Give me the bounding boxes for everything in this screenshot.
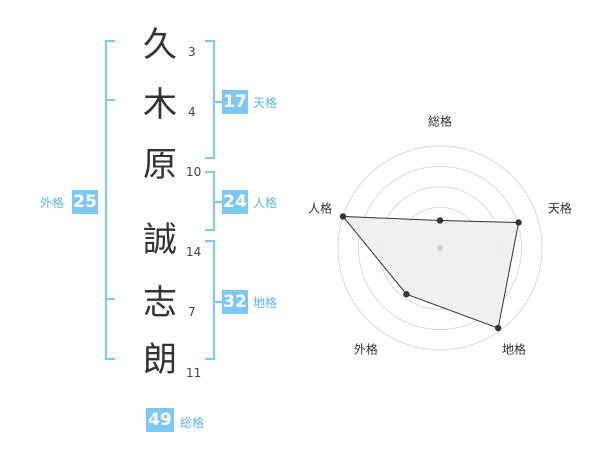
tenkaku-bracket-top <box>205 40 215 42</box>
jinkaku-bracket-top <box>205 171 215 173</box>
gaikaku-value-badge: 25 <box>72 190 98 214</box>
gaikaku-bracket-bottom <box>105 358 115 360</box>
name-char-5: 志 <box>143 283 177 323</box>
jinkaku-bracket-mid <box>213 201 222 203</box>
tenkaku-label: 天格 <box>253 96 278 110</box>
radar-polygon <box>341 215 520 329</box>
stroke-count-1: 3 <box>188 45 196 59</box>
name-char-4: 誠 <box>143 220 177 260</box>
gaikaku-bracket-tick-1 <box>105 99 115 101</box>
radar-axis-label-5: 人格 <box>308 201 332 216</box>
radar-ring-5 <box>337 145 543 351</box>
chikaku-bracket-line <box>213 240 215 360</box>
jinkaku-value-badge: 24 <box>222 190 248 214</box>
name-char-2: 木 <box>143 85 177 125</box>
gaikaku-bracket-tick-2 <box>105 298 115 300</box>
radar-axis-label-2: 天格 <box>548 201 572 216</box>
gaikaku-label: 外格 <box>40 196 65 210</box>
chikaku-bracket-mid <box>213 301 222 303</box>
radar-center-dot <box>437 245 443 251</box>
name-char-6: 朗 <box>143 340 177 380</box>
stroke-count-5: 7 <box>188 305 196 319</box>
radar-point-5 <box>339 213 347 220</box>
soukaku-value-badge: 49 <box>146 408 174 432</box>
radar-axis-label-1: 総格 <box>428 114 452 129</box>
radar-shape <box>339 213 522 332</box>
soukaku-label: 総格 <box>180 416 205 430</box>
tenkaku-bracket-bottom <box>205 157 215 159</box>
radar-point-4 <box>403 291 410 298</box>
radar-axis-label-4: 外格 <box>354 341 378 356</box>
name-char-3: 原 <box>143 145 177 185</box>
stroke-count-3: 10 <box>186 165 202 179</box>
jinkaku-label: 人格 <box>253 196 278 210</box>
tenkaku-value-badge: 17 <box>222 90 248 114</box>
gaikaku-bracket-line <box>105 40 107 360</box>
chikaku-bracket-top <box>205 240 215 242</box>
name-char-1: 久 <box>143 25 177 65</box>
radar-point-2 <box>515 219 522 226</box>
radar-axis-label-3: 地格 <box>502 341 526 356</box>
stroke-count-6: 11 <box>186 366 202 380</box>
stroke-count-4: 14 <box>186 245 202 259</box>
chikaku-bracket-bottom <box>205 358 215 360</box>
tenkaku-bracket-line <box>213 40 215 159</box>
chikaku-value-badge: 32 <box>222 290 248 314</box>
jinkaku-bracket-bottom <box>205 229 215 231</box>
radar-point-3 <box>494 324 502 332</box>
gaikaku-bracket-top <box>105 40 115 42</box>
radar-ring-4 <box>357 165 523 331</box>
chikaku-label: 地格 <box>253 296 278 310</box>
tenkaku-bracket-mid <box>213 101 222 103</box>
radar-point-1 <box>436 217 444 224</box>
stroke-count-2: 4 <box>188 105 196 119</box>
